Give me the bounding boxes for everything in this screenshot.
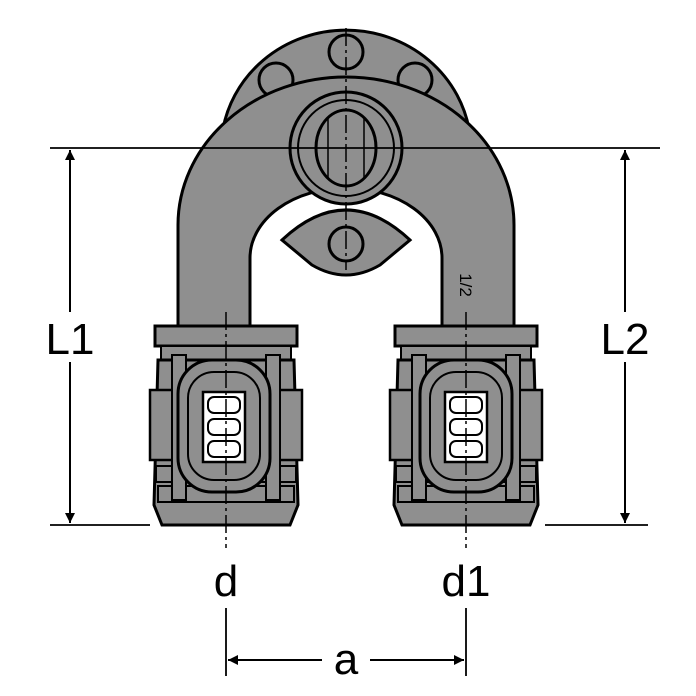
label-d1: d1 [442,557,491,606]
left-press-fitting [148,324,304,527]
dimension-l2: L2 [594,150,656,523]
label-a: a [334,635,359,684]
label-d: d [214,557,238,606]
dimension-a: a [228,632,464,684]
centerlines [225,28,467,548]
label-l2: L2 [601,315,650,364]
label-thread-size: 1/2 [456,273,475,297]
label-l1: L1 [46,315,95,364]
dimension-l1: L1 [40,150,102,523]
extension-lines [50,147,660,676]
